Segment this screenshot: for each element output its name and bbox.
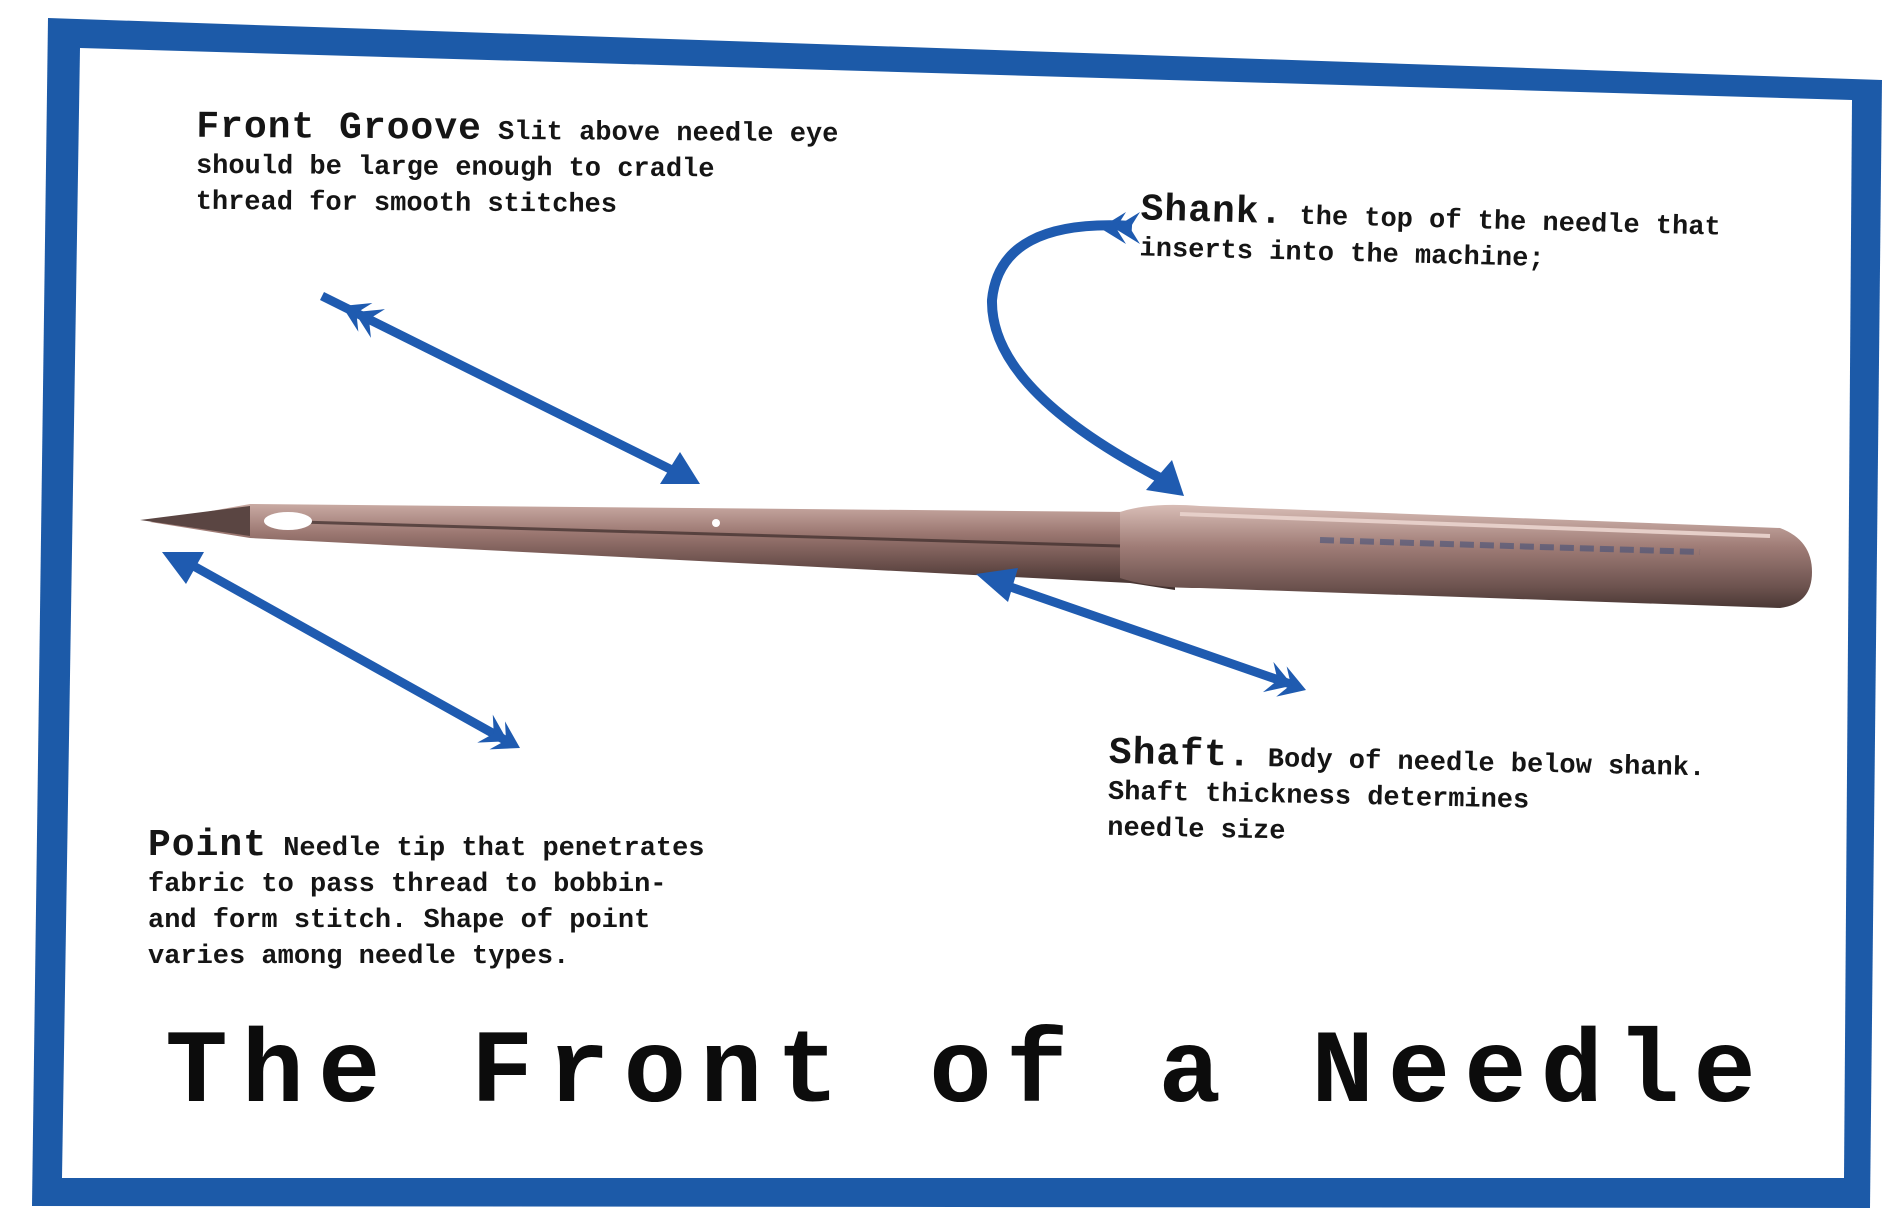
point-desc-1: Needle tip that penetrates bbox=[283, 834, 704, 864]
page-title: The Front of a Needle bbox=[0, 1015, 1895, 1133]
shaft-desc-1: Body of needle below shank. bbox=[1267, 745, 1705, 784]
point-desc-2: fabric to pass thread to bobbin- bbox=[148, 867, 705, 903]
front-groove-callout: Front Groove Slit above needle eye shoul… bbox=[196, 110, 839, 225]
point-term: Point bbox=[148, 824, 267, 867]
shaft-term: Shaft. bbox=[1108, 732, 1252, 778]
front-groove-desc-2: should be large enough to cradle bbox=[196, 149, 838, 189]
needle-scarf-dot bbox=[712, 519, 720, 527]
point-callout: Point Needle tip that penetrates fabric … bbox=[148, 828, 705, 975]
shank-term: Shank. bbox=[1140, 188, 1284, 235]
needle-eye bbox=[264, 512, 312, 530]
shaft-callout: Shaft. Body of needle below shank. Shaft… bbox=[1107, 736, 1706, 859]
shank-callout: Shank. the top of the needle that insert… bbox=[1139, 192, 1721, 282]
front-groove-desc-1: Slit above needle eye bbox=[498, 118, 838, 150]
point-desc-4: varies among needle types. bbox=[148, 939, 705, 975]
front-groove-term: Front Groove bbox=[196, 106, 482, 151]
front-groove-desc-3: thread for smooth stitches bbox=[196, 185, 838, 225]
point-desc-3: and form stitch. Shape of point bbox=[148, 903, 705, 939]
